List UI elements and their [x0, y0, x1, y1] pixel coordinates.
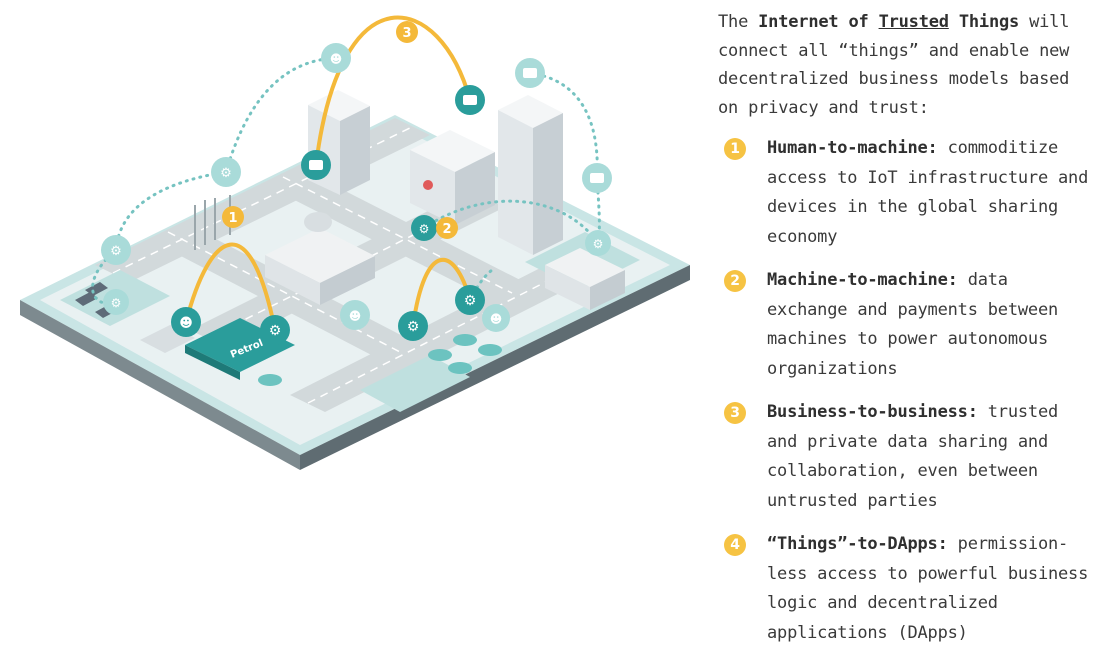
item-title: Business-to-business:: [767, 402, 978, 422]
gear-node-icon: ⚙: [101, 235, 131, 265]
device-nodes-light: ☻ ⚙ ⚙ ⚙ ⚙ ☻ ☻: [101, 43, 612, 332]
gear-node-icon: ⚙: [211, 157, 241, 187]
item-text: trusted and private data sharing and col…: [767, 402, 1059, 511]
factory-building: [545, 248, 625, 310]
list-item-things-to-dapps: 4 “Things”-to-DApps: permission-less acc…: [718, 530, 1093, 648]
briefcase-node-icon: [301, 150, 331, 180]
svg-text:☻: ☻: [349, 309, 362, 323]
svg-text:⚙: ⚙: [110, 244, 122, 259]
trusted-underlined: Trusted: [878, 12, 949, 32]
svg-text:☻: ☻: [490, 312, 503, 326]
svg-text:⚙: ⚙: [464, 293, 477, 309]
svg-text:☻: ☻: [330, 52, 343, 66]
item-title: Human-to-machine:: [767, 138, 938, 158]
marker-2: 2: [436, 217, 458, 239]
item-text: data exchange and payments between machi…: [767, 270, 1059, 379]
description-panel: The Internet of Trusted Things will conn…: [718, 8, 1093, 662]
svg-text:1: 1: [228, 211, 237, 226]
hospital-building: [410, 130, 495, 225]
number-badge: 1: [724, 138, 746, 160]
gear-node-icon: ⚙: [585, 230, 611, 256]
group-node-icon: ☻: [340, 300, 370, 330]
intro-text: The Internet of Trusted Things will conn…: [718, 12, 1070, 118]
parked-cars: [258, 334, 502, 386]
office-tower-right: [498, 95, 563, 255]
svg-text:⚙: ⚙: [593, 237, 604, 251]
briefcase-node-icon: [455, 85, 485, 115]
gear-node-icon: ⚙: [398, 311, 428, 341]
gear-node-icon: ⚙: [411, 215, 437, 241]
item-text: commoditize access to IoT infrastructure…: [767, 138, 1089, 247]
number-badge: 4: [724, 534, 746, 556]
svg-text:☻: ☻: [179, 316, 193, 331]
list-item-machine-to-machine: 2 Machine-to-machine: data exchange and …: [718, 266, 1093, 384]
briefcase-node-icon: [582, 163, 612, 193]
gear-node-icon: ⚙: [260, 315, 290, 345]
device-nodes: ☻ ⚙ ⚙ ⚙ ⚙: [171, 85, 485, 345]
capitol-building: [265, 212, 375, 305]
list-item-human-to-machine: 1 Human-to-machine: commoditize access t…: [718, 134, 1093, 252]
gear-node-icon: ⚙: [455, 285, 485, 315]
item-title: “Things”-to-DApps:: [767, 534, 948, 554]
svg-text:⚙: ⚙: [407, 319, 420, 335]
briefcase-node-icon: [515, 58, 545, 88]
list-item-business-to-business: 3 Business-to-business: trusted and priv…: [718, 398, 1093, 516]
svg-text:⚙: ⚙: [220, 166, 232, 181]
svg-text:2: 2: [442, 222, 451, 237]
group-node-icon: ☻: [171, 307, 201, 337]
svg-text:⚙: ⚙: [419, 222, 430, 236]
item-title: Machine-to-machine:: [767, 270, 958, 290]
number-badge: 3: [724, 402, 746, 424]
connection-arcs: [184, 15, 472, 332]
svg-text:3: 3: [402, 26, 411, 41]
gear-node-icon: ⚙: [103, 289, 129, 315]
marker-3: 3: [396, 21, 418, 43]
group-node-icon: ☻: [482, 304, 510, 332]
svg-text:⚙: ⚙: [269, 323, 282, 339]
iot-city-illustration: Petrol ☻ ⚙ ⚙ ⚙ ⚙ ☻ ⚙ ⚙ ⚙ ⚙: [0, 0, 700, 520]
number-badge: 2: [724, 270, 746, 292]
svg-text:⚙: ⚙: [111, 296, 122, 310]
marker-1: 1: [222, 206, 244, 228]
group-node-icon: ☻: [321, 43, 351, 73]
